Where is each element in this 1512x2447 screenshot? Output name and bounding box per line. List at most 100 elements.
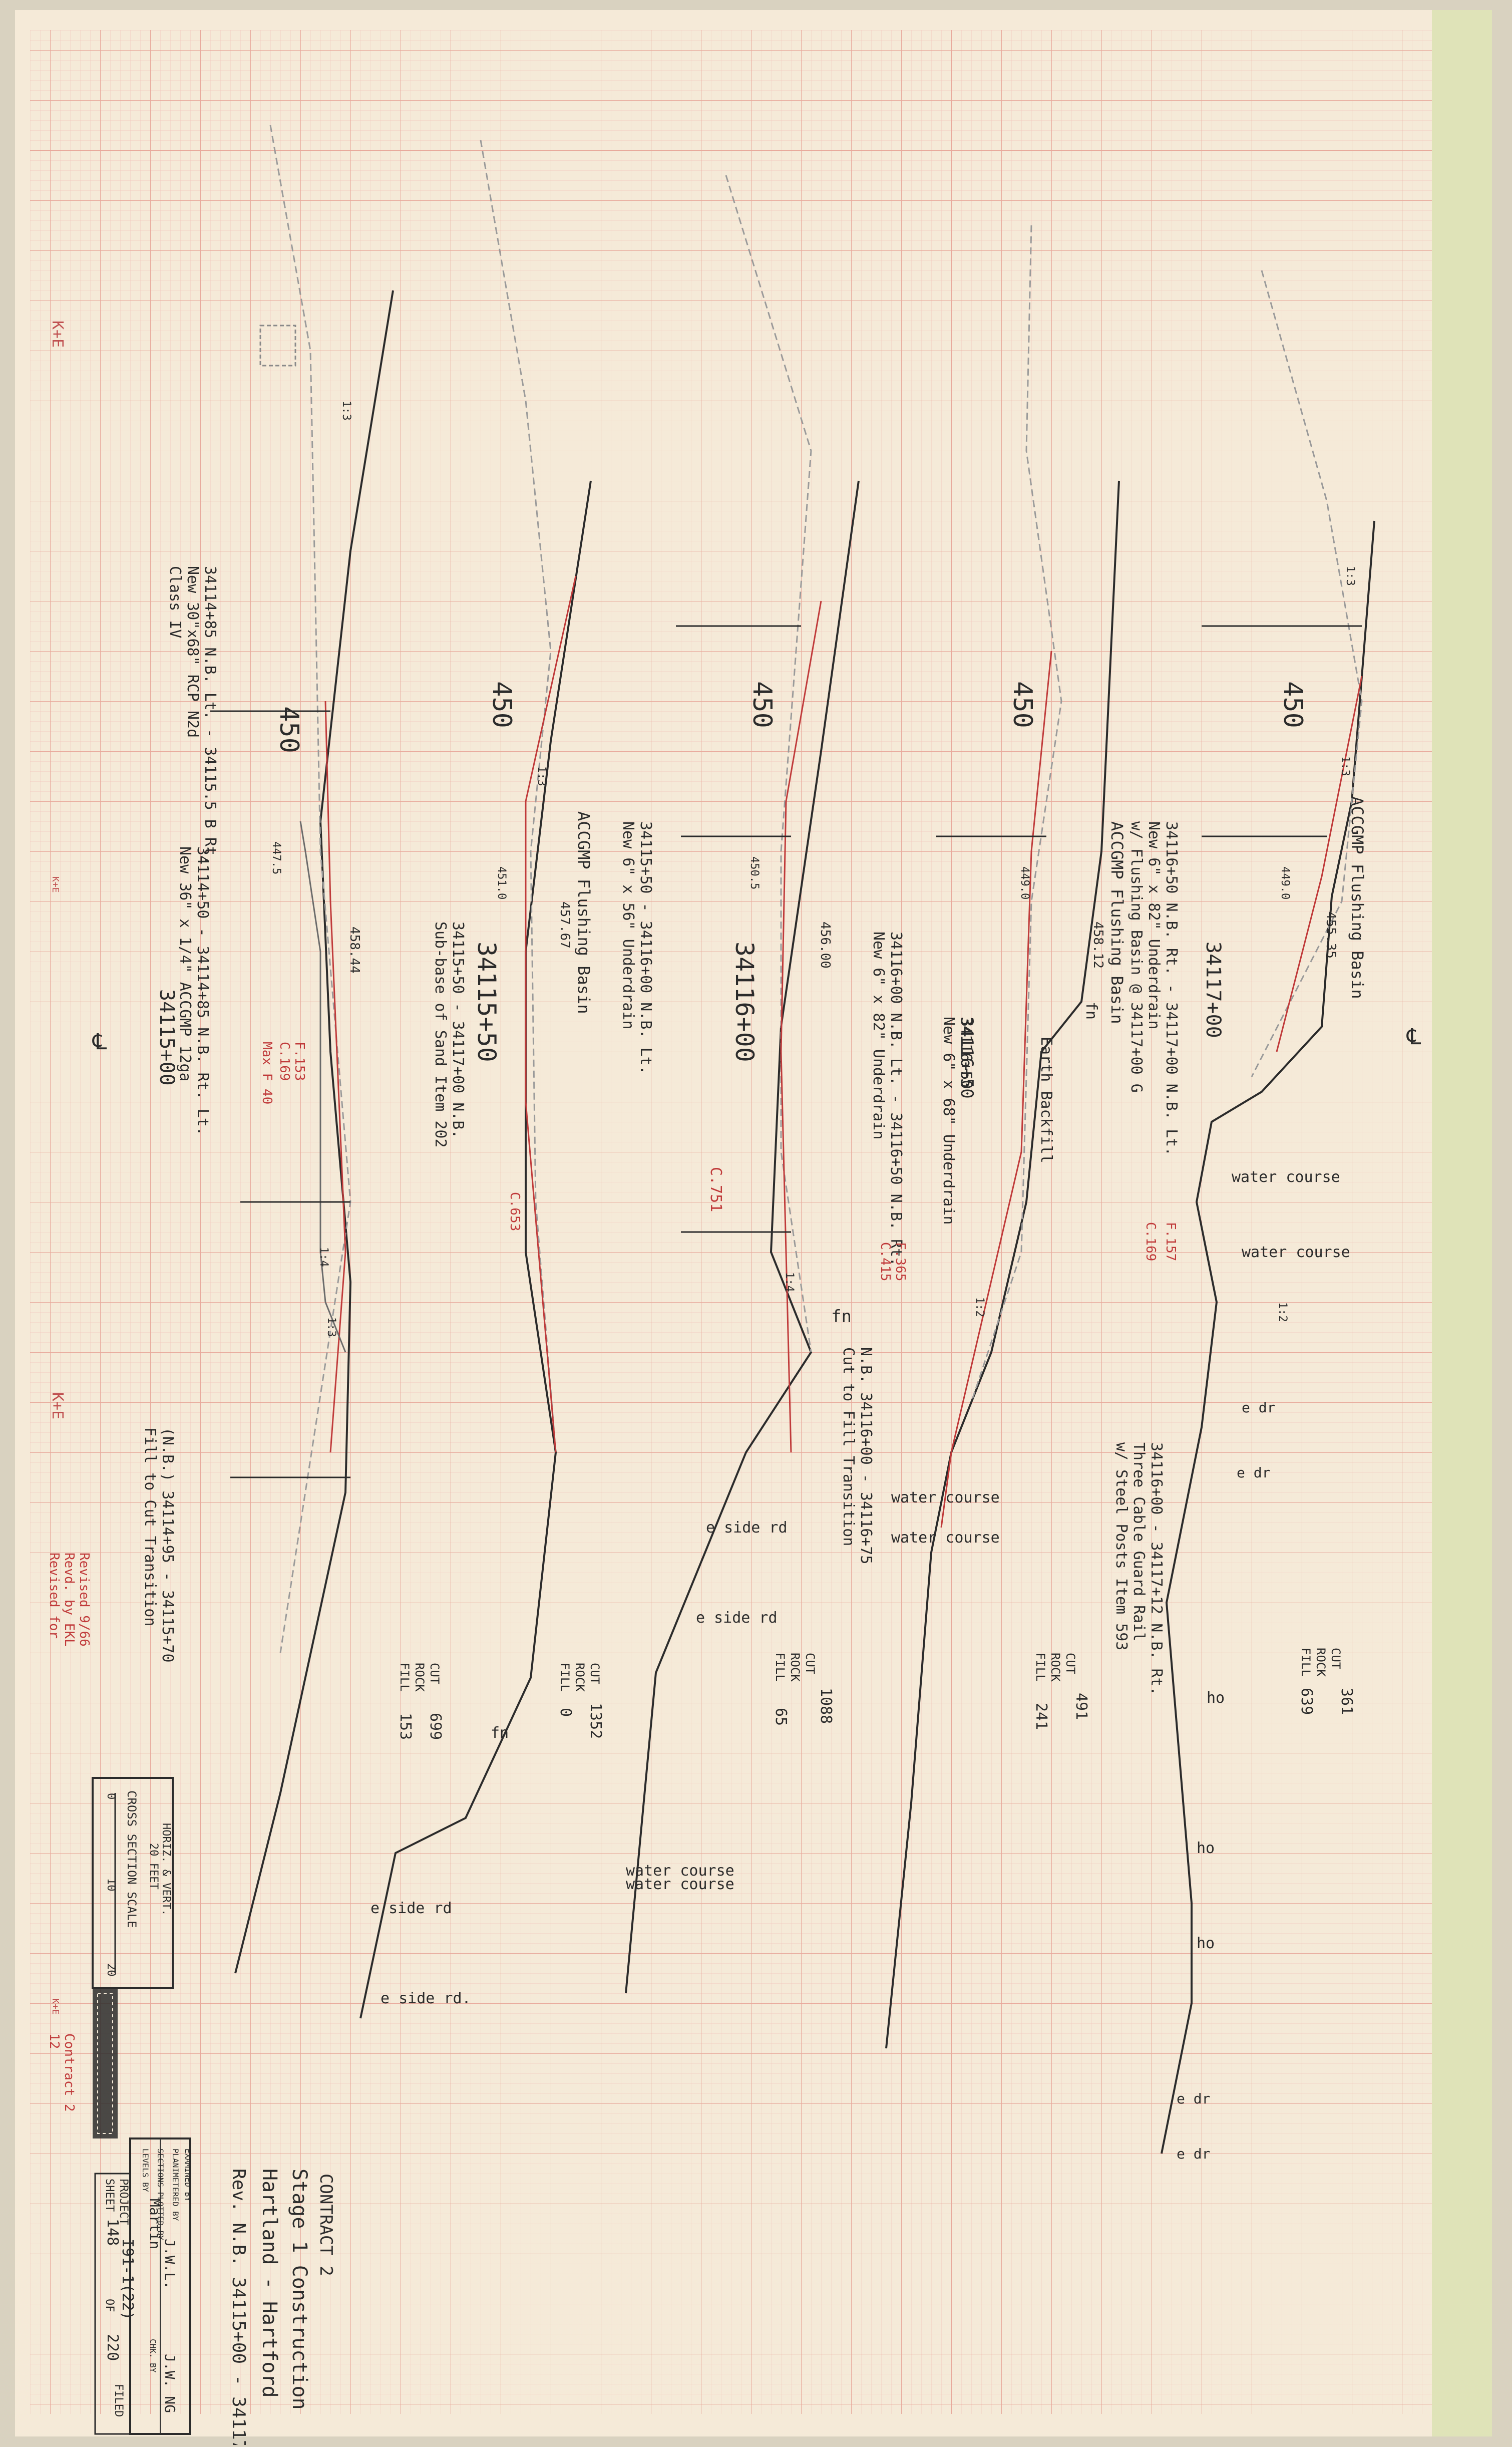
quantity-value: 0 — [557, 1708, 574, 1717]
slope-label: 1:2 — [1276, 1302, 1289, 1322]
quantity-value: 699 — [427, 1713, 444, 1740]
slope-label: 1:2 — [973, 1297, 986, 1317]
section-elev: 450 — [747, 681, 777, 728]
chk-value: J.W. NG — [162, 2354, 178, 2413]
hatch-block — [93, 1988, 118, 2138]
section-note: ACCGMP Flushing Basin — [574, 811, 593, 1014]
margin-note: Revd. by EKL — [62, 1553, 77, 1647]
section-note: ACCGMP Flushing Basin — [1348, 796, 1367, 999]
section-note: New 6" x 82" Underdrain — [870, 932, 887, 1139]
quantity-label: ROCK — [788, 1653, 802, 1682]
section-note: New 6" x 82" Underdrain — [1145, 821, 1163, 1029]
project-label: PROJECT — [117, 2179, 130, 2225]
centerline-symbol: ℄ — [1406, 1024, 1421, 1050]
section-note: (N.B.) 34114+95 - 34115+70 — [159, 1427, 176, 1663]
sheet-value: 148 — [104, 2219, 121, 2246]
quantity-label: ROCK — [413, 1663, 427, 1692]
green-right-edge — [1432, 10, 1492, 2436]
quantity-label: FILL — [1033, 1653, 1047, 1682]
grid — [30, 30, 1432, 2414]
section-note: 34114+85 N.B. Lt. - 34115.5 B Rt. — [201, 566, 219, 864]
label: water course — [891, 1529, 1000, 1547]
pencil-profile — [269, 125, 351, 1653]
margin-note: Contract 2 — [62, 2033, 77, 2112]
section-34115-50: 450 34115+50 ACCGMP Flushing Basin 457.6… — [359, 140, 604, 2019]
red-note: C.751 — [707, 1167, 724, 1212]
pencil-profile — [970, 225, 1062, 1403]
section-elev: 450 — [487, 681, 517, 728]
slope-label: 1:3 — [340, 401, 352, 421]
red-profile — [940, 651, 1052, 1528]
section-note: Class IV — [166, 566, 184, 639]
red-profile — [1276, 676, 1363, 1052]
red-profile — [780, 600, 822, 1453]
section-note: New 30"x68" RCP N2d — [184, 566, 201, 738]
section-34117-00: 450 34117+00 ACCGMP Flushing Basin 455.3… — [1107, 270, 1375, 2162]
red-note: C.169 — [1143, 1222, 1158, 1261]
section-elev: 450 — [1007, 681, 1037, 728]
red-note: C.653 — [507, 1192, 522, 1231]
red-note: F.365 — [893, 1242, 908, 1281]
label: fn — [491, 1724, 509, 1742]
section-value: 451.0 — [495, 866, 508, 899]
section-note: Sub-base of Sand Item 202 — [432, 922, 449, 1148]
quantity-value: 1088 — [817, 1688, 835, 1724]
margin-note: Revised for — [47, 1553, 62, 1639]
label: e dr — [1177, 2146, 1210, 2162]
section-elev: 450 — [1278, 681, 1308, 728]
label: water course — [626, 1876, 734, 1893]
section-value: 458.12 — [1090, 922, 1105, 969]
quantity-label: ROCK — [1048, 1653, 1062, 1682]
section-note: New 6" x 56" Underdrain — [619, 821, 637, 1029]
section-value: 449.0 — [1279, 866, 1291, 899]
label: water course — [626, 1862, 734, 1880]
quantity-label: CUT — [803, 1653, 817, 1674]
label: Earth Backfill — [1037, 1037, 1055, 1163]
red-profile — [525, 575, 577, 1453]
label: e dr — [1242, 1399, 1275, 1416]
total-value: 220 — [104, 2334, 121, 2361]
filed-label: FILED — [112, 2384, 125, 2417]
chk-label: CHK. BY — [148, 2339, 158, 2373]
margin-note: 12 — [47, 2033, 62, 2049]
label: water course — [1242, 1244, 1350, 1261]
quantity-label: CUT — [1063, 1653, 1077, 1674]
section-station: 34116+50 — [957, 1017, 977, 1099]
section-note: 34116+50 — [957, 1017, 975, 1089]
label: fn — [1082, 1002, 1100, 1020]
section-note: w/ Flushing Basin @ 34117+00 G — [1127, 821, 1145, 1093]
section-note: 34116+00 - 34117+12 N.B. Rt. — [1148, 1442, 1165, 1696]
section-34116-50: 450 34116+50 34116+50 New 6" x 68" Under… — [840, 225, 1120, 2049]
quantity-value: 361 — [1338, 1688, 1355, 1715]
slope-label: 1:4 — [317, 1247, 330, 1267]
red-note: F.157 — [1163, 1222, 1178, 1261]
section-value: 456.00 — [818, 922, 833, 969]
slope-label: 1:4 — [783, 1272, 796, 1292]
section-note: Fill to Cut Transition — [141, 1427, 159, 1626]
sheet-label: SHEET — [103, 2179, 116, 2212]
section-note: 34115+50 - 34117+00 N.B. — [449, 922, 467, 1138]
scale-subtitle: HORIZ. & VERT. — [160, 1823, 172, 1916]
quantity-label: FILL — [398, 1663, 412, 1692]
ground-profile — [885, 480, 1120, 2049]
quantity-value: 65 — [772, 1708, 790, 1726]
section-note: 34115+50 - 34116+00 N.B. Lt. — [637, 821, 654, 1075]
section-note: Three Cable Guard Rail — [1130, 1442, 1148, 1641]
quantity-value: 639 — [1298, 1688, 1315, 1715]
label: e side rd — [706, 1519, 788, 1537]
title-row-label: LEVELS BY — [141, 2149, 150, 2192]
scale-box: CROSS SECTION SCALE 0 10 20 20 FEET HORI… — [92, 1777, 174, 1989]
quantity-value: 1352 — [587, 1703, 604, 1739]
title-row-label: EXAMINED BY — [183, 2149, 193, 2202]
section-note: 457.67 — [557, 901, 572, 949]
section-note: N.B. 34116+00 - 34116+75 — [857, 1347, 875, 1564]
section-value: 458.44 — [347, 927, 362, 974]
margin-notes: Revised 9/66 Revd. by EKL Revised for Co… — [47, 1553, 92, 2112]
project-value: I91-1(22) — [119, 2239, 136, 2320]
of-label: OF — [103, 2299, 116, 2312]
quantity-label: CUT — [1329, 1648, 1343, 1669]
label: ho — [1207, 1689, 1225, 1707]
pipe-symbol — [259, 325, 296, 367]
